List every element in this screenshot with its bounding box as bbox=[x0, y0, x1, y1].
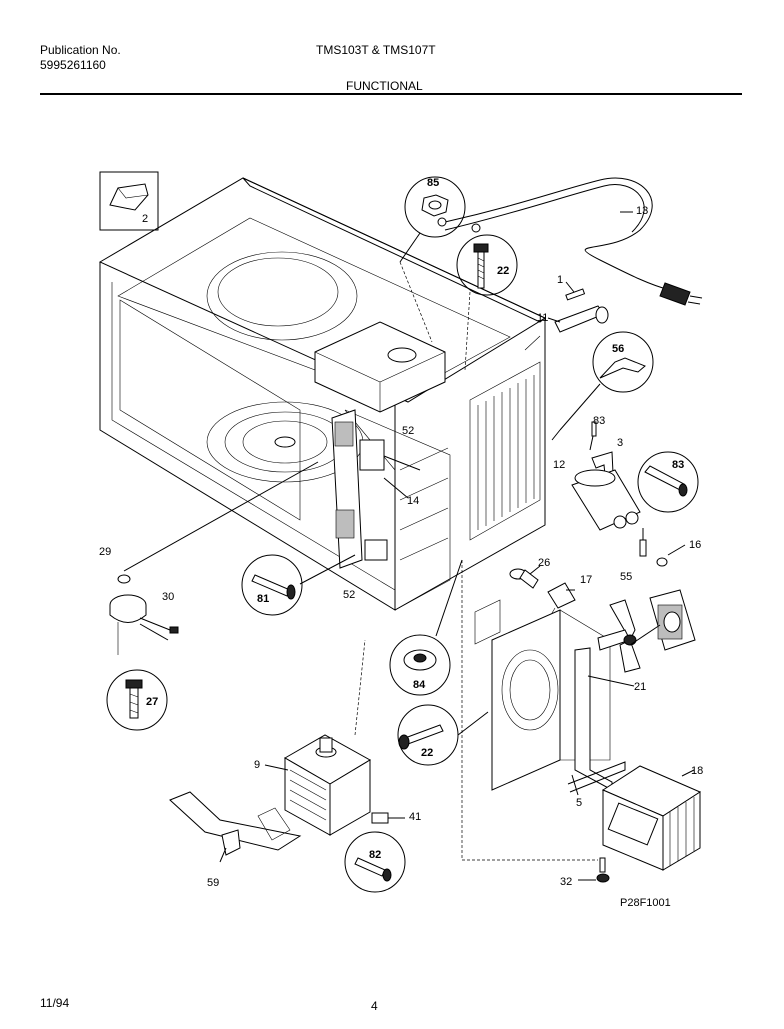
label-11: 11 bbox=[537, 312, 548, 324]
label-29: 29 bbox=[99, 546, 111, 558]
part-32-screw bbox=[578, 857, 610, 883]
label-81: 81 bbox=[257, 593, 269, 605]
part-41-thermal-cutout bbox=[371, 812, 405, 824]
label-52-top: 52 bbox=[402, 425, 414, 437]
label-9: 9 bbox=[254, 759, 260, 771]
label-32: 32 bbox=[560, 876, 572, 888]
part-1-fuse bbox=[565, 281, 586, 301]
model-numbers: TMS103T & TMS107T bbox=[316, 43, 436, 57]
label-52-bottom: 52 bbox=[343, 589, 355, 601]
part-22-screw-callout-lower bbox=[397, 704, 489, 766]
label-82: 82 bbox=[369, 849, 381, 861]
label-27: 27 bbox=[146, 696, 158, 708]
part-5-air-duct bbox=[474, 599, 626, 796]
part-85-nut-callout bbox=[399, 176, 466, 343]
part-55-fan-blade bbox=[597, 599, 641, 673]
publication-number: 5995261160 bbox=[40, 58, 106, 72]
label-41: 41 bbox=[409, 811, 421, 823]
part-30-thermostat bbox=[109, 461, 319, 655]
label-83-top: 83 bbox=[593, 415, 605, 427]
label-5: 5 bbox=[576, 797, 582, 809]
label-83-callout: 83 bbox=[672, 459, 684, 471]
header-rule bbox=[40, 93, 742, 95]
page-number: 4 bbox=[371, 999, 378, 1013]
part-11-fuse-holder bbox=[524, 305, 609, 351]
section-title: FUNCTIONAL bbox=[346, 79, 423, 93]
label-59: 59 bbox=[207, 877, 219, 889]
footer-date: 11/94 bbox=[40, 996, 70, 1010]
label-18: 18 bbox=[691, 765, 703, 777]
label-84: 84 bbox=[413, 679, 426, 691]
part-82-screw-callout bbox=[344, 831, 406, 893]
label-26: 26 bbox=[538, 557, 550, 569]
part-12-capacitor bbox=[571, 469, 641, 531]
publication-label: Publication No. bbox=[40, 43, 121, 57]
label-1: 1 bbox=[557, 274, 563, 286]
label-56: 56 bbox=[612, 343, 624, 355]
label-12: 12 bbox=[553, 459, 565, 471]
label-3: 3 bbox=[617, 437, 623, 449]
part-17-lamp-socket bbox=[544, 582, 576, 626]
part-21-fan-motor bbox=[587, 589, 696, 687]
part-13-power-cord bbox=[437, 177, 703, 306]
part-81-screw-callout bbox=[241, 554, 356, 616]
part-18-transformer bbox=[601, 765, 702, 871]
label-55: 55 bbox=[620, 571, 632, 583]
part-27-screw-callout bbox=[106, 669, 168, 731]
label-22-lower: 22 bbox=[421, 747, 433, 759]
label-16: 16 bbox=[689, 539, 701, 551]
part-22-screw-callout-top bbox=[456, 234, 518, 371]
part-14-latch-assembly bbox=[331, 409, 421, 569]
part-83-screw-top bbox=[589, 421, 597, 451]
part-83-screw-callout bbox=[637, 451, 699, 513]
label-2: 2 bbox=[142, 213, 148, 225]
drawing-number: P28F1001 bbox=[620, 897, 671, 909]
label-13: 13 bbox=[636, 205, 648, 217]
microwave-cabinet bbox=[98, 177, 547, 611]
label-22-top: 22 bbox=[497, 265, 509, 277]
part-56-callout bbox=[551, 331, 654, 441]
part-2-clip bbox=[99, 171, 159, 231]
part-labels: 2 85 22 13 1 11 56 83 3 12 83 16 52 14 2… bbox=[99, 177, 703, 909]
label-14: 14 bbox=[407, 495, 419, 507]
label-21: 21 bbox=[634, 681, 646, 693]
label-30: 30 bbox=[162, 591, 174, 603]
part-84-callout bbox=[389, 559, 463, 696]
label-17: 17 bbox=[580, 574, 592, 586]
part-26-lamp bbox=[509, 565, 541, 589]
part-59-bracket bbox=[169, 791, 302, 863]
part-9-magnetron bbox=[264, 639, 371, 836]
part-16-diode bbox=[639, 528, 686, 567]
label-85: 85 bbox=[427, 177, 439, 189]
